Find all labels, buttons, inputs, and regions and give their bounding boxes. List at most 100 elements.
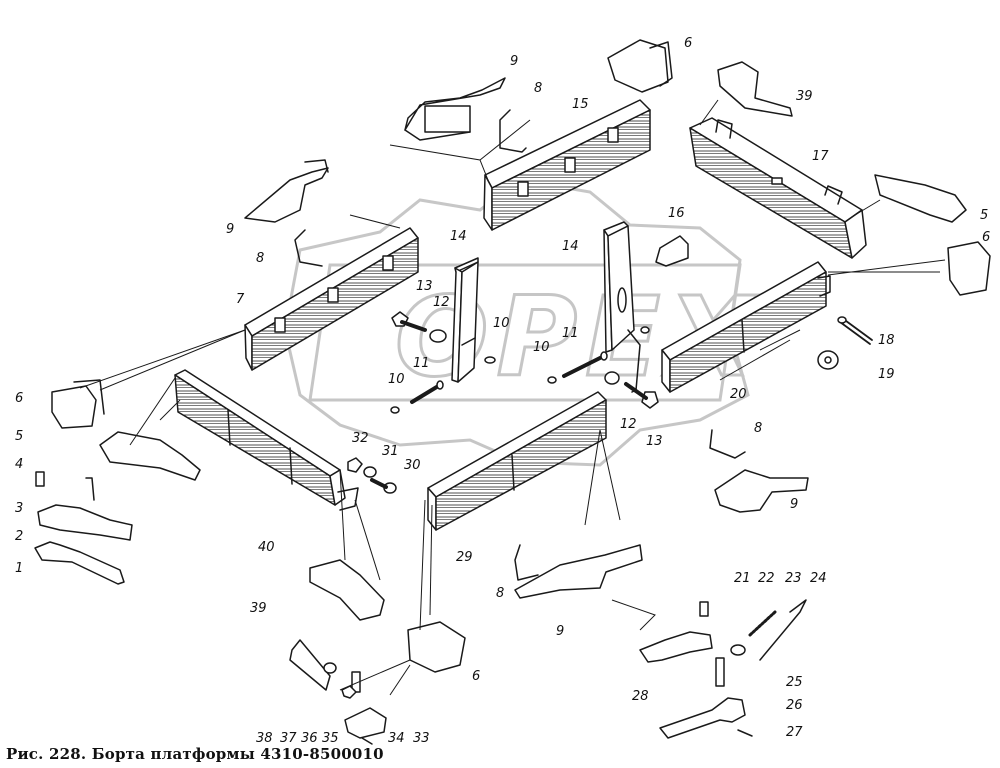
callout-12b: 12 (620, 417, 637, 432)
callout-2: 2 (15, 529, 23, 544)
callout-6b: 6 (982, 230, 990, 245)
callout-5a: 5 (980, 208, 988, 223)
callout-10c: 10 (533, 340, 550, 355)
pin-11-right (562, 351, 608, 378)
callout-11a: 11 (413, 356, 430, 371)
callout-5b: 5 (15, 429, 23, 444)
bracket-28 (639, 631, 713, 663)
hinge-6-right (947, 241, 991, 296)
callout-17: 17 (812, 149, 829, 164)
side-panel-7 (244, 227, 419, 371)
bolt-13-right (624, 382, 659, 409)
pin-27 (737, 729, 753, 737)
callout-38: 38 (256, 731, 273, 746)
bracket-16 (655, 235, 689, 267)
callout-6d: 6 (472, 669, 480, 684)
callout-12a: 12 (433, 295, 450, 310)
lock-5-right (874, 174, 967, 223)
callout-14b: 14 (562, 239, 579, 254)
side-panel-20 (661, 261, 831, 393)
hinge-6-top (607, 39, 673, 93)
latch-9-right (714, 469, 809, 513)
pin-3 (35, 471, 45, 487)
handle-26 (659, 697, 746, 739)
leader-lines (79, 99, 946, 696)
pin-34 (361, 737, 373, 745)
washer-19 (817, 350, 839, 370)
stake-14-left (451, 257, 479, 383)
callout-32: 32 (352, 431, 369, 446)
staple-8-right (709, 429, 746, 459)
side-panel-15 (483, 99, 651, 231)
callout-10b: 10 (388, 372, 405, 387)
nut-12-left (429, 329, 447, 343)
washer-10-d (640, 326, 650, 334)
pin-11-left (410, 380, 444, 404)
callout-13a: 13 (416, 279, 433, 294)
pin-4 (85, 477, 95, 501)
callout-18: 18 (878, 333, 895, 348)
callout-8a: 8 (534, 81, 542, 96)
callout-4: 4 (15, 457, 23, 472)
hinge-6-left (51, 379, 105, 429)
callout-33: 33 (413, 731, 430, 746)
washer-22 (730, 644, 746, 656)
callouts: 9 6 8 15 39 17 9 8 5 6 7 14 16 14 13 12 … (15, 36, 990, 746)
callout-9b: 9 (226, 222, 234, 237)
callout-9d: 9 (556, 624, 564, 639)
bolt-30 (370, 478, 397, 494)
bracket-39-top (717, 61, 793, 117)
nut-12-right (604, 371, 620, 385)
side-panel-29 (427, 391, 607, 531)
hinge-6-bottom (407, 621, 466, 673)
washer-10-c (547, 376, 557, 384)
callout-6a: 6 (684, 36, 692, 51)
callout-3: 3 (15, 501, 23, 516)
callout-26: 26 (786, 698, 803, 713)
latch-9-left (244, 159, 329, 223)
callout-11b: 11 (562, 326, 579, 341)
figure-caption: Рис. 228. Борта платформы 4310-8500010 (6, 745, 384, 763)
staple-8-left (294, 229, 323, 267)
bolt-13-left (391, 311, 427, 332)
callout-39b: 39 (250, 601, 267, 616)
bracket-39-bottom (309, 559, 385, 621)
callout-30: 30 (404, 458, 421, 473)
callout-25: 25 (786, 675, 803, 690)
rod-24 (759, 599, 807, 661)
bracket-33 (344, 707, 387, 739)
callout-40: 40 (258, 540, 275, 555)
bracket-2 (37, 504, 133, 541)
callout-6c: 6 (15, 391, 23, 406)
callout-16: 16 (668, 206, 685, 221)
callout-23: 23 (785, 571, 802, 586)
callout-10a: 10 (493, 316, 510, 331)
pin-21 (699, 601, 709, 617)
nut-31 (363, 466, 377, 478)
callout-8d: 8 (496, 586, 504, 601)
callout-22: 22 (758, 571, 775, 586)
washer-10-a (390, 406, 400, 414)
callout-7: 7 (236, 292, 245, 307)
stake-14-right (603, 221, 641, 393)
callout-29: 29 (456, 550, 473, 565)
latch-9-bottom (514, 544, 643, 599)
callout-14a: 14 (450, 229, 467, 244)
callout-37: 37 (280, 731, 297, 746)
staple-8-bottom (514, 544, 539, 581)
watermark: OPEX (283, 178, 755, 467)
washer-10-b (484, 356, 496, 364)
callout-39a: 39 (796, 89, 813, 104)
callout-15: 15 (572, 97, 589, 112)
callout-8b: 8 (256, 251, 264, 266)
callout-8c: 8 (754, 421, 762, 436)
callout-13b: 13 (646, 434, 663, 449)
callout-19: 19 (878, 367, 895, 382)
cotter-pin-18 (837, 316, 873, 345)
latch-9-top (404, 77, 506, 141)
nut-32 (347, 457, 363, 473)
callout-34: 34 (388, 731, 405, 746)
rod-38 (289, 639, 331, 691)
callout-9a: 9 (510, 54, 518, 69)
